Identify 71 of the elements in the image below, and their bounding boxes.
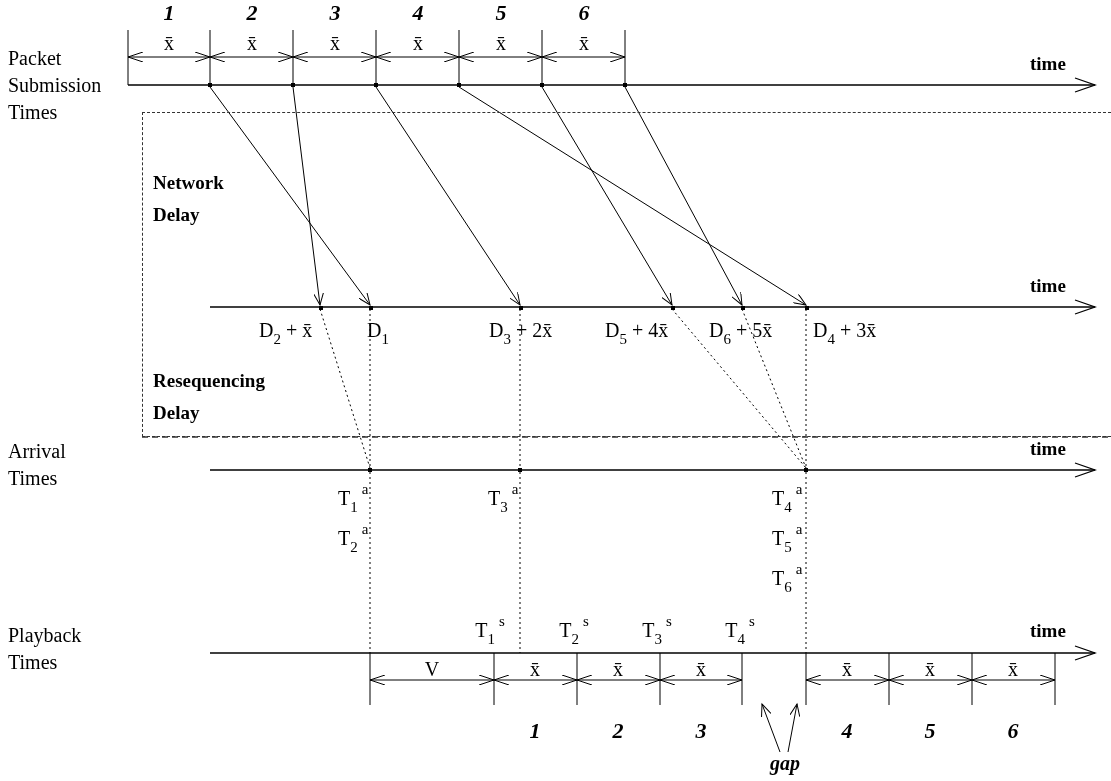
- text-label: x̄: [413, 32, 423, 54]
- text-label: x̄: [842, 658, 852, 680]
- time-label: D$_{6}$ + 5x̄: [709, 319, 773, 349]
- text-label: V: [424, 658, 440, 680]
- time-point: [519, 306, 523, 310]
- region-label: Network Delay: [153, 171, 225, 227]
- time-point: [671, 306, 675, 310]
- time-point: [457, 83, 461, 87]
- text-label: x̄: [530, 658, 540, 680]
- time-label: D$_{1}$: [367, 319, 389, 349]
- time-point: [518, 468, 522, 472]
- time-point: [208, 83, 212, 87]
- time-point: [319, 306, 323, 310]
- dotted-line: [741, 308, 807, 469]
- axis-label: time: [1030, 438, 1066, 460]
- packet-number: 2: [612, 720, 624, 742]
- time-label: D$_{3}$ + 2x̄: [489, 319, 553, 349]
- arrow: [541, 86, 673, 306]
- dotted-line: [671, 308, 807, 469]
- arrow: [458, 86, 807, 306]
- text-label: Arrival Times: [8, 439, 67, 491]
- text-label: x̄: [1008, 658, 1018, 680]
- text-label: x̄: [579, 32, 589, 54]
- time-label: D$_{4}$ + 3x̄: [813, 319, 877, 349]
- text-label: x̄: [164, 32, 174, 54]
- time-point: [804, 468, 808, 472]
- time-point: [540, 83, 544, 87]
- dotted-line: [319, 308, 371, 469]
- time-label: D$_{2}$ + x̄: [259, 319, 313, 349]
- packet-number: 6: [578, 2, 590, 24]
- text-label: Packet Submission Times: [8, 46, 103, 125]
- arrow: [209, 86, 371, 306]
- time-point: [368, 468, 372, 472]
- text-label: x̄: [613, 658, 623, 680]
- arrow: [624, 86, 743, 306]
- packet-number: 1: [163, 2, 175, 24]
- packet-number: 6: [1007, 720, 1019, 742]
- dotted-line: [519, 308, 521, 469]
- packet-number: 3: [329, 2, 341, 24]
- axis-label: time: [1030, 53, 1066, 75]
- text-label: x̄: [925, 658, 935, 680]
- text-label: Playback Times: [8, 623, 83, 675]
- packet-number: 2: [246, 2, 258, 24]
- arrow: [761, 703, 781, 753]
- dotted-line: [369, 308, 371, 469]
- delay-region: [142, 112, 1111, 437]
- text-label: x̄: [330, 32, 340, 54]
- axis-label: time: [1030, 620, 1066, 642]
- packet-number: 5: [924, 720, 936, 742]
- time-point: [291, 83, 295, 87]
- packet-number: 5: [495, 2, 507, 24]
- packet-number: 3: [695, 720, 707, 742]
- time-point: [623, 83, 627, 87]
- text-label: x̄: [496, 32, 506, 54]
- arrow: [292, 86, 324, 306]
- time-point: [374, 83, 378, 87]
- text-label: x̄: [247, 32, 257, 54]
- text-label: x̄: [696, 658, 706, 680]
- time-point: [369, 306, 373, 310]
- packet-number: 1: [529, 720, 541, 742]
- arrow: [787, 703, 801, 753]
- dotted-line: [805, 308, 807, 469]
- packet-number: 4: [841, 720, 853, 742]
- packet-number: 4: [412, 2, 424, 24]
- arrow: [375, 86, 521, 306]
- region-label: Resequencing Delay: [153, 369, 263, 425]
- axis-label: time: [1030, 275, 1066, 297]
- time-point: [805, 306, 809, 310]
- gap-label: gap: [765, 752, 805, 774]
- time-point: [741, 306, 745, 310]
- time-label: D$_{5}$ + 4x̄: [605, 319, 669, 349]
